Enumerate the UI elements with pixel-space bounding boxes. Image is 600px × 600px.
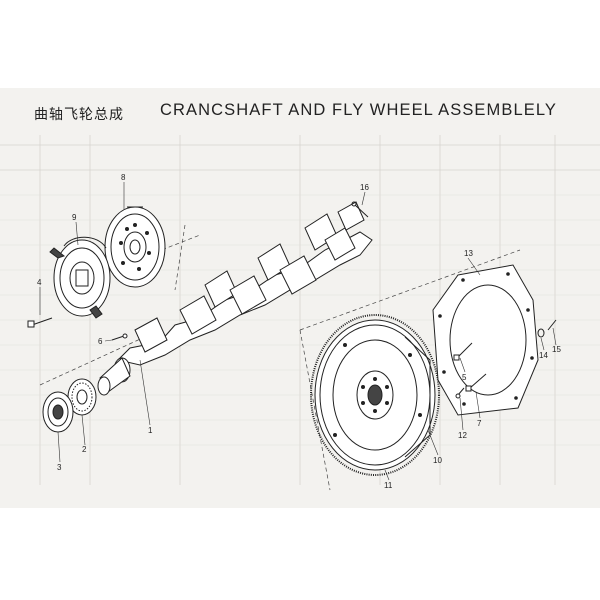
callout-8: 8 <box>121 173 126 182</box>
callout-7: 7 <box>477 419 482 428</box>
dowel-12 <box>455 387 465 399</box>
callout-15: 15 <box>552 345 561 354</box>
title-english: CRANCSHAFT AND FLY WHEEL ASSEMBLELY <box>160 101 558 119</box>
callout-numbers: 8 9 4 6 1 2 3 16 13 5 7 12 10 11 14 15 <box>37 173 561 490</box>
pulley-bolt <box>27 317 53 328</box>
leader-lines <box>39 182 557 481</box>
title-chinese: 曲轴飞轮总成 <box>34 107 124 123</box>
callout-9: 9 <box>72 213 77 222</box>
rear-bolt <box>351 201 369 218</box>
callout-4: 4 <box>37 278 42 287</box>
damper-pulley <box>104 206 166 288</box>
callout-16: 16 <box>360 183 369 192</box>
flywheel-bolt-7 <box>465 373 487 392</box>
locating-pin <box>111 333 128 341</box>
callout-12: 12 <box>458 431 467 440</box>
stud-15 <box>547 319 557 331</box>
washer-14 <box>537 328 545 338</box>
callout-10: 10 <box>433 456 442 465</box>
callout-14: 14 <box>539 351 548 360</box>
callout-11: 11 <box>384 481 393 490</box>
callout-3: 3 <box>57 463 62 472</box>
flywheel-housing-plate <box>432 264 539 416</box>
flywheel <box>310 314 440 476</box>
callout-6: 6 <box>98 337 103 346</box>
callout-1: 1 <box>148 426 153 435</box>
front-collar <box>42 391 74 433</box>
callout-2: 2 <box>82 445 87 454</box>
flywheel-bolt-5 <box>453 342 473 361</box>
front-pulley <box>49 236 111 319</box>
callout-13: 13 <box>464 249 473 258</box>
crankshaft <box>97 201 373 396</box>
callout-5: 5 <box>462 373 467 382</box>
